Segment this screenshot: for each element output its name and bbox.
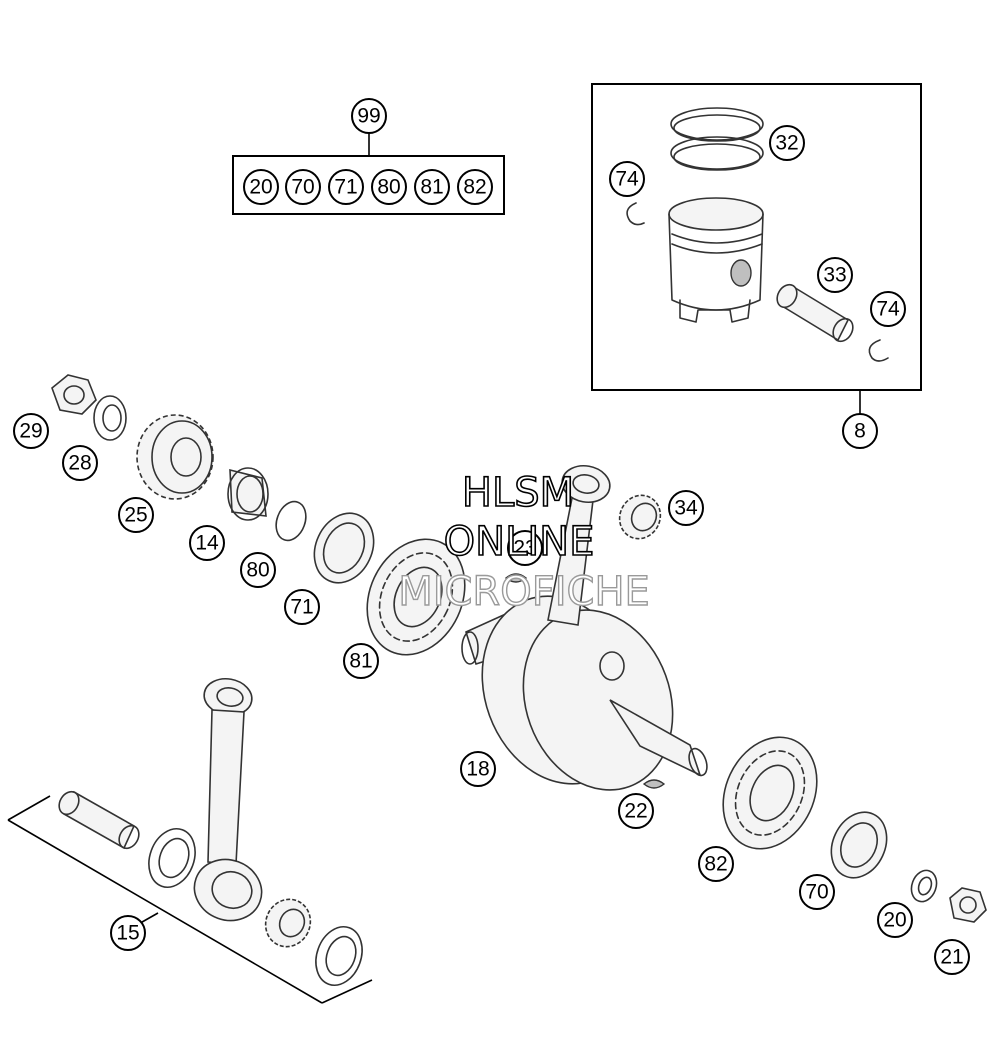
- callout-18[interactable]: 18: [460, 751, 496, 787]
- svg-text:99: 99: [357, 105, 380, 128]
- conrod-washer-upper: [148, 828, 196, 888]
- callout-14[interactable]: 14: [189, 525, 225, 561]
- svg-text:81: 81: [349, 650, 372, 673]
- callout-32[interactable]: 32: [769, 125, 805, 161]
- kit-item-20[interactable]: 20: [243, 169, 279, 205]
- svg-text:80: 80: [377, 176, 400, 199]
- svg-text:23: 23: [513, 537, 536, 560]
- kit-item-81[interactable]: 81: [414, 169, 450, 205]
- piston-pin: [776, 283, 854, 343]
- svg-text:HLSM: HLSM: [462, 470, 574, 516]
- svg-text:70: 70: [805, 881, 828, 904]
- callout-33[interactable]: 33: [817, 257, 853, 293]
- callout-8[interactable]: 8: [842, 413, 878, 449]
- washer-right: [910, 869, 938, 903]
- callout-34[interactable]: 34: [668, 490, 704, 526]
- gear-icon: [136, 414, 214, 500]
- lock-washer: [93, 395, 127, 441]
- conrod-needle-bearing: [264, 898, 312, 948]
- shaft-seal: [313, 512, 375, 584]
- spacer-bushing: [227, 467, 269, 521]
- watermark: HLSM ONLINE MICROFICHE: [397, 469, 650, 616]
- conrod-washer-lower: [315, 926, 363, 986]
- callout-70[interactable]: 70: [799, 874, 835, 910]
- svg-text:20: 20: [883, 909, 906, 932]
- callout-80[interactable]: 80: [240, 552, 276, 588]
- callout-28[interactable]: 28: [62, 445, 98, 481]
- callout-74-left[interactable]: 74: [609, 161, 645, 197]
- svg-text:82: 82: [463, 176, 486, 199]
- piston-rings: [670, 107, 764, 171]
- callout-23[interactable]: 23: [507, 530, 543, 566]
- callout-81[interactable]: 81: [343, 643, 379, 679]
- svg-text:15: 15: [116, 922, 139, 945]
- svg-text:71: 71: [290, 596, 313, 619]
- svg-text:28: 28: [68, 452, 91, 475]
- circlip-left: [626, 202, 645, 226]
- svg-text:82: 82: [704, 853, 727, 876]
- ball-bearing-icon: [366, 538, 466, 656]
- svg-text:ONLINE: ONLINE: [444, 519, 595, 565]
- svg-text:34: 34: [674, 497, 698, 520]
- kit-box: 99 20 70 71 80 81 82: [232, 98, 505, 215]
- kit-item-82[interactable]: 82: [457, 169, 493, 205]
- svg-text:71: 71: [334, 176, 357, 199]
- callout-74-right[interactable]: 74: [870, 291, 906, 327]
- svg-text:80: 80: [246, 559, 269, 582]
- svg-text:22: 22: [624, 800, 647, 823]
- needle-bearing-upper: [618, 494, 662, 540]
- callout-82[interactable]: 82: [698, 846, 734, 882]
- hex-nut-icon: [51, 374, 97, 415]
- callout-22[interactable]: 22: [618, 793, 654, 829]
- callout-21[interactable]: 21: [934, 939, 970, 975]
- connecting-rod-icon: [193, 677, 263, 922]
- kit-item-71[interactable]: 71: [328, 169, 364, 205]
- woodruff-key-left: [504, 573, 528, 583]
- svg-text:74: 74: [615, 168, 639, 191]
- piston-icon: [668, 197, 764, 323]
- kit-item-70[interactable]: 70: [285, 169, 321, 205]
- hex-nut-right-icon: [949, 887, 987, 923]
- ball-bearing-right: [722, 736, 818, 850]
- circlip-right: [868, 339, 889, 362]
- callout-20[interactable]: 20: [877, 902, 913, 938]
- svg-text:25: 25: [124, 504, 147, 527]
- shaft-seal-right: [830, 811, 888, 879]
- svg-text:18: 18: [466, 758, 489, 781]
- svg-text:32: 32: [775, 132, 798, 155]
- conrod-pin: [58, 790, 140, 850]
- woodruff-key-right: [642, 779, 666, 789]
- callout-25[interactable]: 25: [118, 497, 154, 533]
- crankshaft-icon: [461, 464, 708, 791]
- callout-15[interactable]: 15: [110, 915, 146, 951]
- svg-text:20: 20: [249, 176, 272, 199]
- callout-29[interactable]: 29: [13, 413, 49, 449]
- svg-text:70: 70: [291, 176, 314, 199]
- svg-text:74: 74: [876, 298, 900, 321]
- callout-71[interactable]: 71: [284, 589, 320, 625]
- callout-99[interactable]: 99: [351, 98, 387, 134]
- svg-text:33: 33: [823, 264, 846, 287]
- svg-text:81: 81: [420, 176, 443, 199]
- svg-text:21: 21: [940, 946, 963, 969]
- svg-text:29: 29: [19, 420, 42, 443]
- o-ring: [275, 500, 307, 542]
- svg-text:14: 14: [195, 532, 219, 555]
- kit-item-80[interactable]: 80: [371, 169, 407, 205]
- piston-box: 8 32 74: [591, 83, 922, 449]
- svg-text:8: 8: [854, 420, 866, 443]
- svg-text:MICROFICHE: MICROFICHE: [398, 569, 650, 615]
